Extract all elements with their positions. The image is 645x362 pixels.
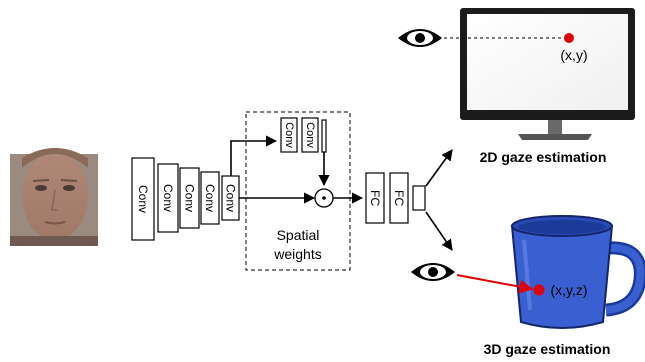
monitor-icon bbox=[460, 8, 635, 140]
conv-layer-4: Conv bbox=[200, 171, 220, 225]
fc-layer-2: FC bbox=[389, 172, 409, 224]
gaze-2d-coord: (x,y) bbox=[560, 47, 587, 63]
spatial-weights-label-line1: Spatial bbox=[277, 227, 320, 243]
face-photo bbox=[10, 148, 98, 246]
spatial-conv-2-label: Conv bbox=[304, 122, 316, 148]
conv-layer-1: Conv bbox=[131, 157, 155, 241]
conv-layer-3-label: Conv bbox=[183, 184, 197, 212]
fc-layer-1: FC bbox=[365, 172, 385, 224]
conv-layer-5: Conv bbox=[221, 175, 240, 221]
output-vector bbox=[412, 185, 426, 211]
gaze-point-2d bbox=[564, 33, 574, 43]
fc-layer-2-label: FC bbox=[392, 190, 406, 206]
gaze-2d-label: 2D gaze estimation bbox=[480, 149, 607, 165]
spatial-weight-map bbox=[321, 119, 327, 153]
conv-layer-1-label: Conv bbox=[136, 185, 150, 213]
spatial-conv-1-label: Conv bbox=[283, 122, 295, 148]
fc-layer-1-label: FC bbox=[368, 190, 382, 206]
spatial-conv-2: Conv bbox=[301, 117, 319, 153]
gaze-3d-label: 3D gaze estimation bbox=[484, 341, 611, 357]
gaze-3d-coord: (x,y,z) bbox=[550, 282, 587, 298]
gaze-ray-3d bbox=[456, 274, 534, 294]
conv-layer-5-label: Conv bbox=[224, 184, 238, 212]
gaze-point-3d bbox=[533, 284, 545, 296]
spatial-weights-label-line2: weights bbox=[273, 246, 321, 262]
mug-icon bbox=[510, 215, 645, 329]
branch-arrow bbox=[230, 135, 278, 176]
to-2d-arrow bbox=[425, 149, 453, 187]
to-3d-arrow bbox=[425, 211, 453, 251]
conv-layer-3: Conv bbox=[179, 167, 200, 229]
conv-layer-2: Conv bbox=[157, 163, 179, 233]
conv-layer-4-label: Conv bbox=[203, 184, 217, 212]
conv-layer-2-label: Conv bbox=[161, 184, 175, 212]
spatial-weights-box bbox=[245, 111, 351, 271]
eye-icon-top bbox=[398, 29, 442, 47]
spatial-conv-1: Conv bbox=[280, 117, 298, 153]
eye-icon-bottom bbox=[411, 263, 455, 281]
multiply-node bbox=[314, 188, 334, 208]
